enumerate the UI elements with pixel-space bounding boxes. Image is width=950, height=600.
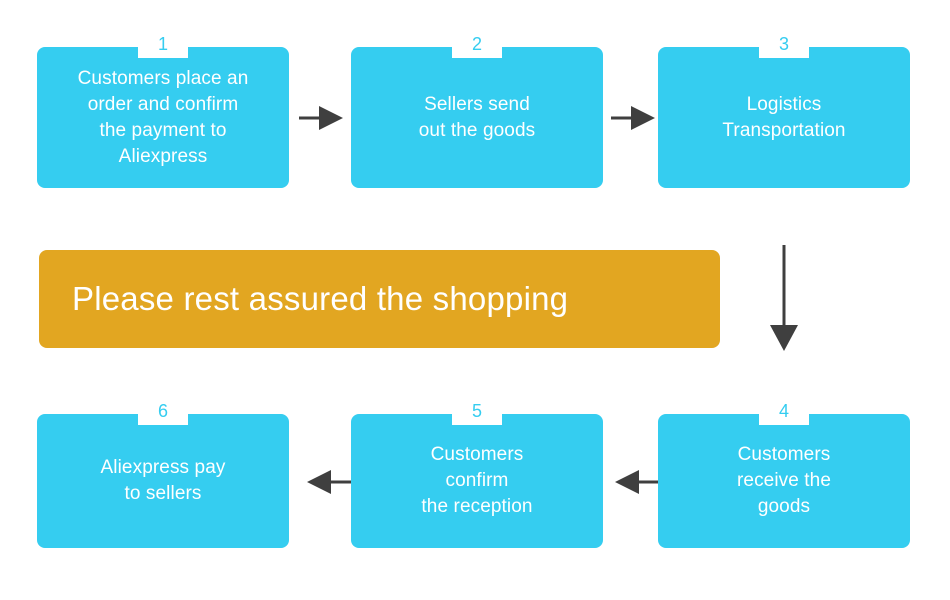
step-label-1: Customers place an order and confirm the… (77, 67, 249, 167)
step-box-4[interactable]: 4 Customers receive the goods (658, 397, 910, 548)
arrow-step4-to-step5 (609, 467, 659, 497)
step-label-5: Customers confirm the reception (421, 444, 533, 517)
step-label-2: Sellers send out the goods (418, 93, 536, 141)
step-badge-5: 5 (452, 397, 502, 425)
step-box-5[interactable]: 5 Customers confirm the reception (351, 397, 603, 548)
step-badge-3: 3 (759, 30, 809, 58)
step-label-6: Aliexpress pay to sellers (100, 457, 226, 504)
arrow-step5-to-step6 (301, 467, 351, 497)
arrow-step3-to-step4 (768, 245, 800, 355)
step-badge-6: 6 (138, 397, 188, 425)
step-box-1[interactable]: 1 Customers place an order and confirm t… (37, 30, 289, 188)
step-box-2[interactable]: 2 Sellers send out the goods (351, 30, 603, 188)
arrow-step2-to-step3 (611, 103, 661, 133)
step-box-6[interactable]: 6 Aliexpress pay to sellers (37, 397, 289, 548)
reassurance-banner-text: Please rest assured the shopping (72, 279, 569, 317)
arrow-step1-to-step2 (299, 103, 349, 133)
step-box-3[interactable]: 3 Logistics Transportation (658, 30, 910, 188)
step-label-3: Logistics Transportation (722, 93, 846, 141)
step-badge-2: 2 (452, 30, 502, 58)
step-label-4: Customers receive the goods (736, 444, 832, 517)
step-badge-4: 4 (759, 397, 809, 425)
step-badge-1: 1 (138, 30, 188, 58)
reassurance-banner: Please rest assured the shopping (39, 250, 720, 348)
